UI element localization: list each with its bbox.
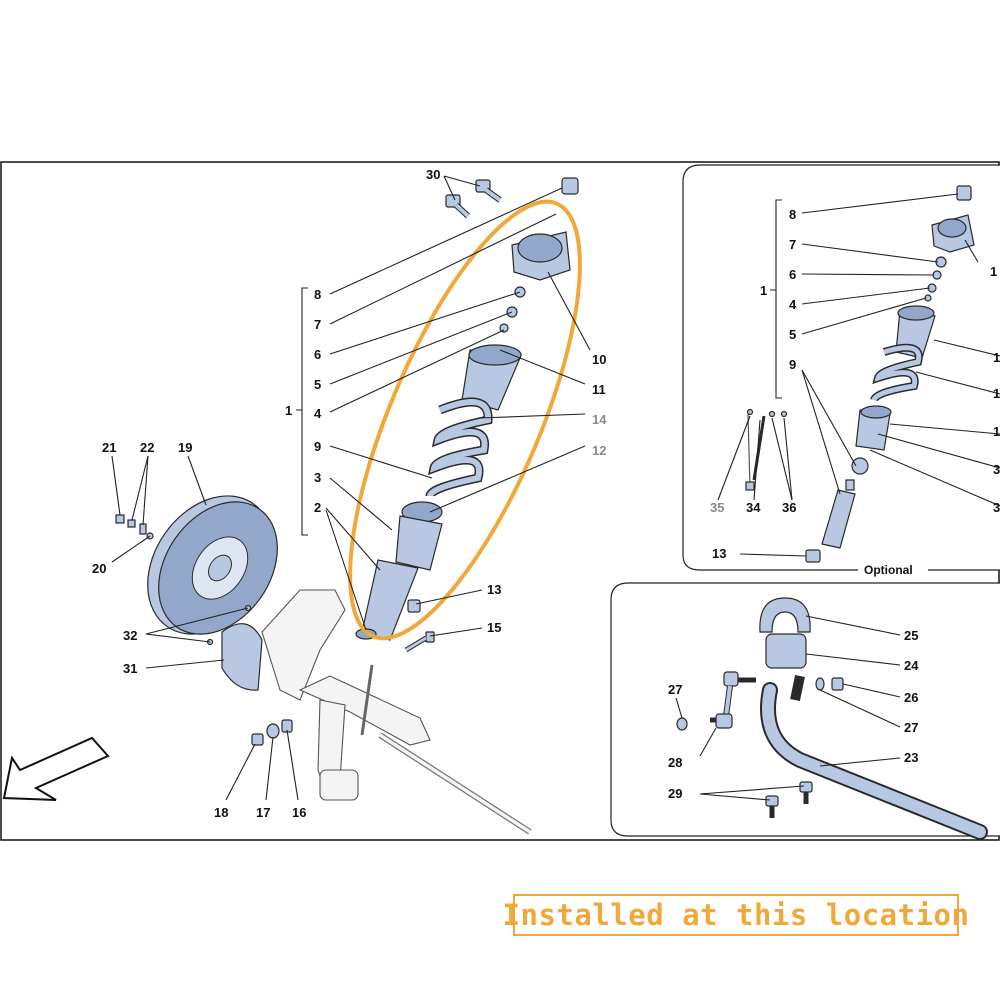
callout-32: 32 <box>123 628 137 643</box>
brake-disc <box>147 495 278 635</box>
highlight-ellipse <box>348 199 582 641</box>
stabilizer-inset: 25 24 26 27 23 27 28 29 <box>610 582 1000 840</box>
stabilizer-parts <box>676 597 988 840</box>
top-bolts <box>445 177 579 219</box>
callout-23: 23 <box>904 750 918 765</box>
bracket-group-1-inset <box>770 199 782 399</box>
nuts-bottom <box>251 719 293 746</box>
callout-21: 21 <box>102 440 116 455</box>
leader-lines-inset <box>717 193 1000 557</box>
inset-callout-6: 6 <box>789 267 796 282</box>
bracket-group-1 <box>296 287 308 536</box>
callout-4: 4 <box>314 406 322 421</box>
callout-3: 3 <box>314 470 321 485</box>
callout-29: 29 <box>668 786 682 801</box>
direction-arrow-icon <box>2 736 110 801</box>
inset-callout-34: 34 <box>746 500 761 515</box>
inset-callout-right-3: 1 <box>993 386 1000 401</box>
callout-30: 30 <box>426 167 440 182</box>
suspension-arms <box>261 589 532 835</box>
callout-5: 5 <box>314 377 321 392</box>
inset-callout-4: 4 <box>789 297 797 312</box>
callout-14: 14 <box>592 412 607 427</box>
callout-28: 28 <box>668 755 682 770</box>
callout-10: 10 <box>592 352 606 367</box>
callout-17: 17 <box>256 805 270 820</box>
installed-location-banner: Installed at this location <box>503 894 969 936</box>
callout-27-right: 27 <box>904 720 918 735</box>
callout-19: 19 <box>178 440 192 455</box>
callout-9: 9 <box>314 439 321 454</box>
callout-8: 8 <box>314 287 321 302</box>
callout-16: 16 <box>292 805 306 820</box>
callout-2: 2 <box>314 500 321 515</box>
callout-6: 6 <box>314 347 321 362</box>
inset-callout-7: 7 <box>789 237 796 252</box>
callout-1: 1 <box>285 403 292 418</box>
inset-callout-5: 5 <box>789 327 796 342</box>
inset-callout-35: 35 <box>710 500 724 515</box>
inset-callout-right-2: 1 <box>993 350 1000 365</box>
callout-12: 12 <box>592 443 606 458</box>
optional-inset: Optional <box>682 164 1000 577</box>
inset-callout-right-6: 3 <box>993 462 1000 477</box>
inset-callout-9: 9 <box>789 357 796 372</box>
callouts-stabilizer: 25 24 26 27 23 27 28 29 <box>668 628 919 801</box>
leader-lines-main <box>111 175 591 801</box>
inset-callout-8: 8 <box>789 207 796 222</box>
callout-27-left: 27 <box>668 682 682 697</box>
callouts-inset: 8 7 6 4 5 9 1 1 1 1 1 3 3 35 34 36 13 <box>710 207 1000 561</box>
callout-20: 20 <box>92 561 106 576</box>
inset-callout-right-7: 3 <box>993 500 1000 515</box>
optional-parts <box>745 185 975 563</box>
callout-11: 11 <box>592 382 606 397</box>
callout-7: 7 <box>314 317 321 332</box>
inset-callout-right-1: 1 <box>990 264 997 279</box>
leader-lines-stabilizer <box>675 615 901 801</box>
inset-callout-right-4: 1 <box>993 424 1000 439</box>
inset-callout-1: 1 <box>760 283 767 298</box>
callout-31: 31 <box>123 661 137 676</box>
callout-22: 22 <box>140 440 154 455</box>
callout-13: 13 <box>487 582 501 597</box>
brake-shield <box>221 623 263 691</box>
callout-15: 15 <box>487 620 501 635</box>
banner-text: Installed at this location <box>502 898 970 932</box>
callout-24: 24 <box>904 658 919 673</box>
callout-26: 26 <box>904 690 918 705</box>
shock-absorber <box>355 231 571 653</box>
callout-25: 25 <box>904 628 918 643</box>
main-view: 30 8 7 6 5 4 9 3 2 1 10 11 14 12 13 15 2… <box>2 167 607 835</box>
inset-callout-13: 13 <box>712 546 726 561</box>
inset-callout-36: 36 <box>782 500 796 515</box>
callout-18: 18 <box>214 805 228 820</box>
optional-label: Optional <box>864 563 913 577</box>
callouts-main: 30 8 7 6 5 4 9 3 2 1 10 11 14 12 13 15 2… <box>92 167 607 820</box>
